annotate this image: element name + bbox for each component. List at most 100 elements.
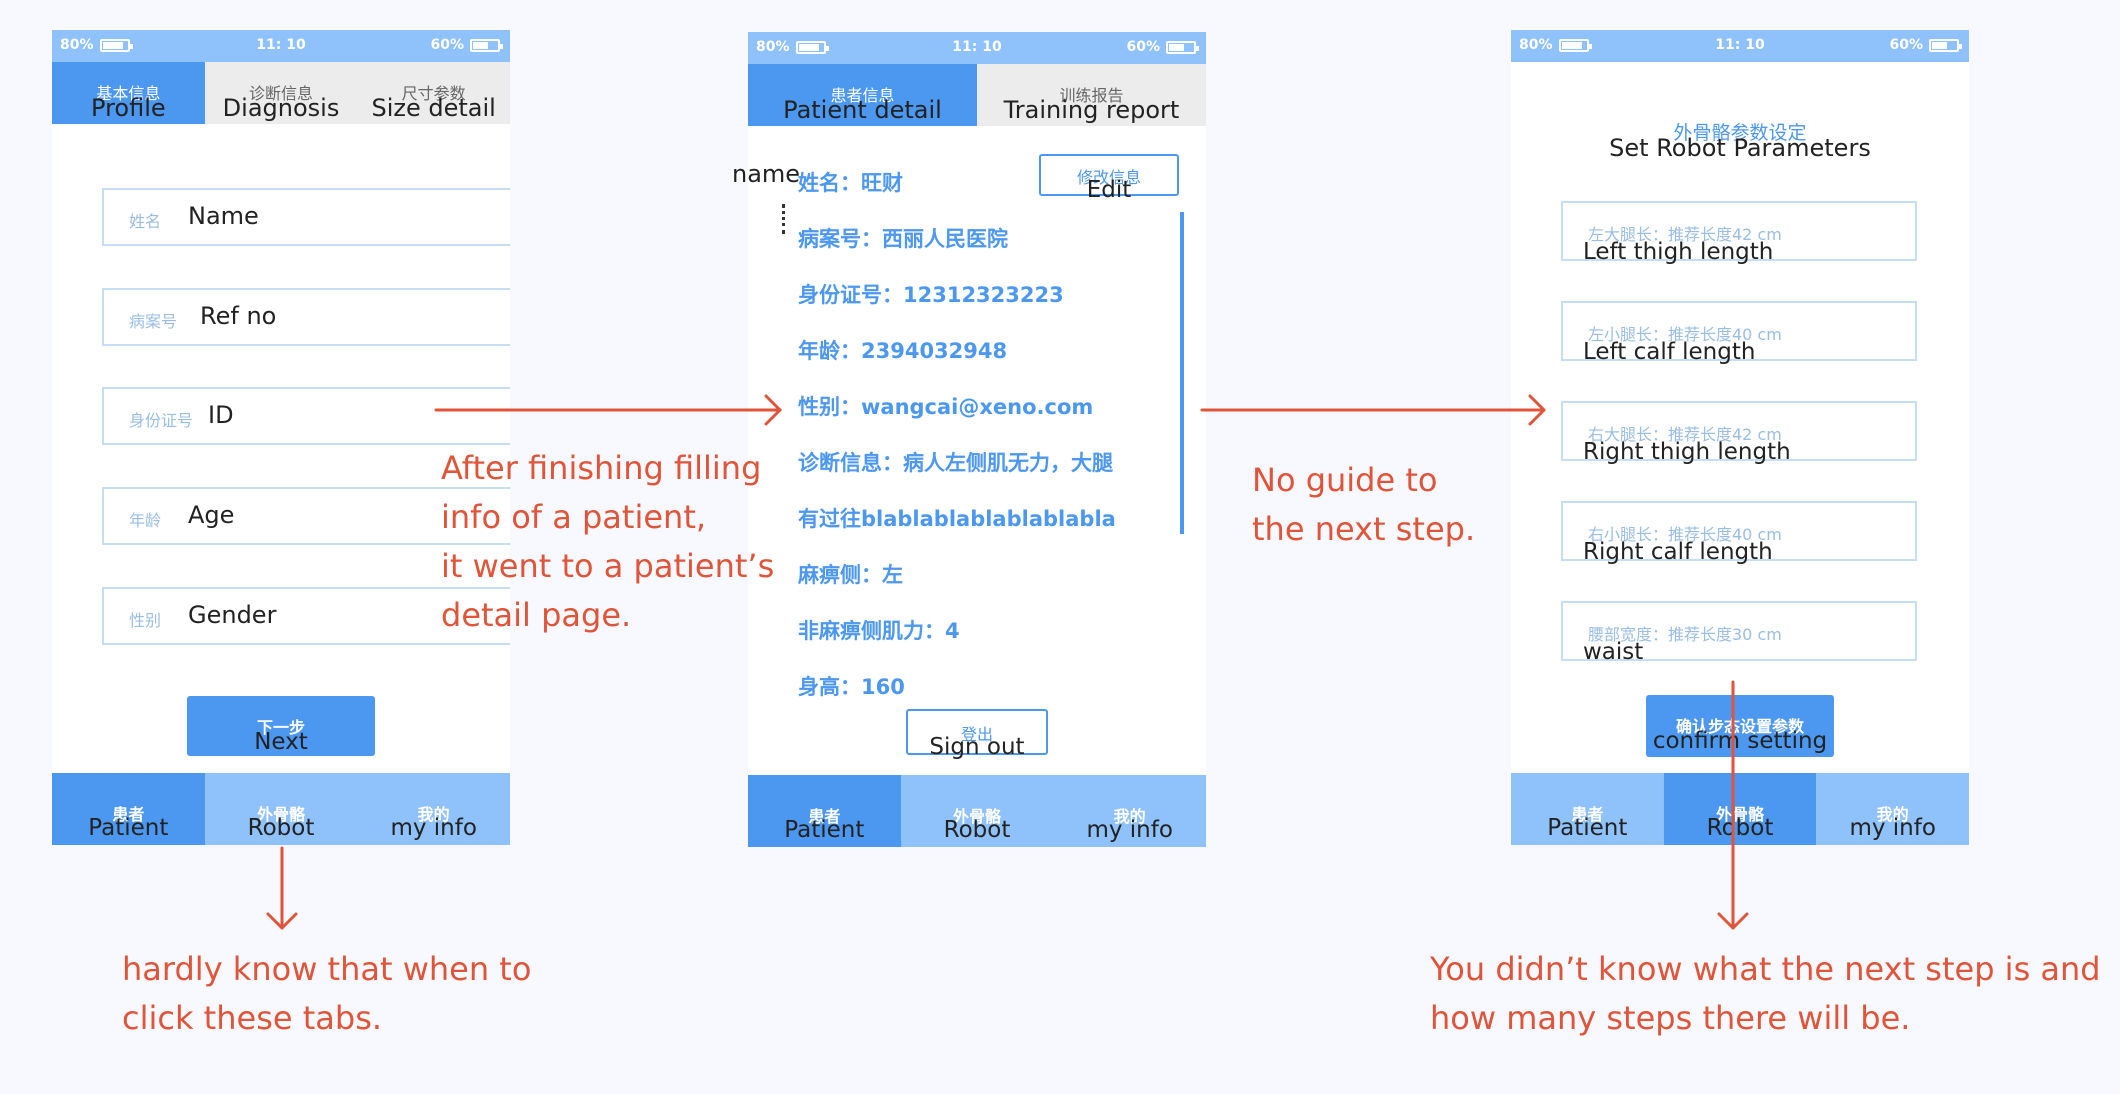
robot-parameters-screen: 80% 11: 10 60% 外骨骼参数设定 Set Robot Paramet…: [1511, 30, 1969, 845]
nav-robot[interactable]: 外骨骼 Robot: [901, 775, 1054, 847]
next-button[interactable]: 下一步 Next: [187, 696, 375, 756]
tab-size-detail[interactable]: 尺寸参数 Size detail: [357, 62, 510, 124]
nav-label-en: Robot: [1706, 815, 1774, 841]
nav-robot[interactable]: 外骨骼 Robot: [205, 773, 358, 845]
tab-bar: 基本信息 Profile 诊断信息 Diagnosis 尺寸参数 Size de…: [52, 62, 510, 124]
note-line: the next step.: [1252, 510, 1476, 548]
battery-percent-right: 60%: [1889, 37, 1923, 53]
tab-label-en: Training report: [1003, 96, 1180, 124]
button-label-en: confirm setting: [1652, 728, 1828, 754]
field-label-cn: 右大腿长：推荐长度42 cm: [1588, 425, 1782, 444]
ref-no-field[interactable]: 病案号 Ref no: [102, 288, 510, 346]
tab-label-cn: 尺寸参数: [401, 84, 466, 103]
tab-training-report[interactable]: 训练报告 Training report: [977, 64, 1206, 126]
nav-patient[interactable]: 患者 Patient: [52, 773, 205, 845]
clock: 11: 10: [952, 39, 1002, 55]
nav-my-info[interactable]: 我的 my info: [1053, 775, 1206, 847]
annotation-note-tabs: hardly know that when to click these tab…: [122, 945, 531, 1043]
id-field[interactable]: 身份证号 ID: [102, 387, 510, 445]
detail-row: 非麻痹侧肌力：4: [798, 619, 960, 643]
gender-field[interactable]: 性别 Gender: [102, 587, 510, 645]
detail-row: 麻痹侧：左: [798, 563, 903, 587]
tab-bar: 患者信息 Patient detail 训练报告 Training report: [748, 64, 1206, 126]
button-label-en: Sign out: [929, 734, 1025, 760]
note-line: You didn’t know what the next step is an…: [1430, 950, 2101, 988]
left-thigh-length-field[interactable]: 左大腿长：推荐长度42 cm Left thigh length: [1561, 201, 1917, 265]
nav-label-en: my info: [1849, 815, 1936, 841]
nav-label-cn: 外骨骼: [1716, 805, 1765, 824]
tab-diagnosis[interactable]: 诊断信息 Diagnosis: [205, 62, 358, 124]
right-thigh-length-field[interactable]: 右大腿长：推荐长度42 cm Right thigh length: [1561, 401, 1917, 465]
button-label-cn: 修改信息: [1076, 168, 1141, 187]
field-label-en: Name: [188, 202, 259, 230]
name-callout-label: name: [732, 160, 801, 188]
status-bar: 80% 11: 10 60%: [748, 32, 1206, 64]
right-calf-length-field[interactable]: 右小腿长：推荐长度40 cm Right calf length: [1561, 501, 1917, 565]
left-calf-length-field[interactable]: 左小腿长：推荐长度40 cm Left calf length: [1561, 301, 1917, 365]
battery-percent-right: 60%: [1126, 39, 1160, 55]
edit-button[interactable]: 修改信息 Edit: [1039, 154, 1179, 203]
detail-row: 性别：wangcai@xeno.com: [798, 395, 1094, 419]
nav-label-cn: 外骨骼: [257, 805, 306, 824]
battery-percent-left: 80%: [756, 39, 790, 55]
nav-label-en: Patient: [88, 815, 169, 841]
field-label-cn: 年龄: [129, 511, 162, 530]
detail-row: 病案号：西丽人民医院: [798, 227, 1008, 251]
button-label-en: Edit: [1086, 177, 1132, 203]
field-label-en: waist: [1583, 639, 1644, 665]
detail-row: 姓名：旺财: [798, 171, 903, 195]
tab-label-en: Profile: [91, 94, 166, 122]
waist-field[interactable]: 腰部宽度：推荐长度30 cm waist: [1561, 601, 1917, 665]
nav-label-cn: 患者: [808, 807, 841, 826]
field-label-cn: 左小腿长：推荐长度40 cm: [1588, 325, 1782, 344]
arrow-right-icon: [434, 394, 782, 426]
page-title-cn: 外骨骼参数设定: [1673, 122, 1807, 144]
arrow-down-icon: [1717, 680, 1749, 930]
tab-label-cn: 训练报告: [1059, 86, 1124, 105]
button-label-cn: 登出: [960, 725, 993, 744]
nav-my-info[interactable]: 我的 my info: [1816, 773, 1969, 845]
field-label-en: Right thigh length: [1583, 439, 1791, 465]
field-label-en: ID: [208, 401, 234, 429]
tab-label-cn: 基本信息: [96, 84, 161, 103]
tab-profile[interactable]: 基本信息 Profile: [52, 62, 205, 124]
button-label-cn: 确认步态设置参数: [1675, 717, 1804, 736]
nav-label-cn: 患者: [1571, 805, 1604, 824]
nav-my-info[interactable]: 我的 my info: [357, 773, 510, 845]
note-line: After finishing filling: [441, 449, 762, 487]
bottom-nav: 患者 Patient 外骨骼 Robot 我的 my info: [748, 775, 1206, 847]
nav-patient[interactable]: 患者 Patient: [748, 775, 901, 847]
button-label-en: Next: [254, 729, 308, 755]
field-label-en: Gender: [188, 601, 277, 629]
patient-detail-screen: 80% 11: 10 60% 患者信息 Patient detail 训练报告 …: [748, 32, 1206, 847]
battery-icon: [1929, 39, 1962, 52]
battery-percent-left: 80%: [1519, 37, 1553, 53]
battery-icon: [1558, 39, 1592, 52]
nav-label-en: Patient: [784, 817, 865, 843]
nav-label-en: Patient: [1547, 815, 1628, 841]
field-label-cn: 姓名: [129, 212, 162, 231]
battery-percent-right: 60%: [430, 37, 464, 53]
age-field[interactable]: 年龄 Age: [102, 487, 510, 545]
field-label-cn: 腰部宽度：推荐长度30 cm: [1588, 625, 1782, 644]
arrow-down-icon: [266, 846, 298, 930]
sign-out-button[interactable]: 登出 Sign out: [906, 709, 1048, 760]
nav-label-en: my info: [390, 815, 477, 841]
tab-label-en: Size detail: [371, 94, 496, 122]
status-bar: 80% 11: 10 60%: [1511, 30, 1969, 62]
note-line: click these tabs.: [122, 999, 383, 1037]
note-line: it went to a patient’s: [441, 547, 775, 585]
annotation-note-no-guide: No guide to the next step.: [1252, 456, 1475, 554]
confirm-setting-button[interactable]: 确认步态设置参数 confirm setting: [1646, 695, 1834, 757]
name-field[interactable]: 姓名 Name: [102, 188, 510, 246]
detail-row: 有过往blablablablablablabla: [798, 507, 1116, 531]
clock: 11: 10: [256, 37, 306, 53]
tab-patient-detail[interactable]: 患者信息 Patient detail: [748, 64, 977, 126]
nav-robot[interactable]: 外骨骼 Robot: [1663, 773, 1817, 845]
bottom-nav: 患者 Patient 外骨骼 Robot 我的 my info: [1511, 773, 1969, 845]
scrollbar[interactable]: [1180, 212, 1184, 534]
detail-row: 身份证号：12312323223: [798, 283, 1064, 307]
nav-patient[interactable]: 患者 Patient: [1511, 773, 1664, 845]
battery-icon: [99, 39, 133, 52]
field-label-cn: 左大腿长：推荐长度42 cm: [1588, 225, 1782, 244]
